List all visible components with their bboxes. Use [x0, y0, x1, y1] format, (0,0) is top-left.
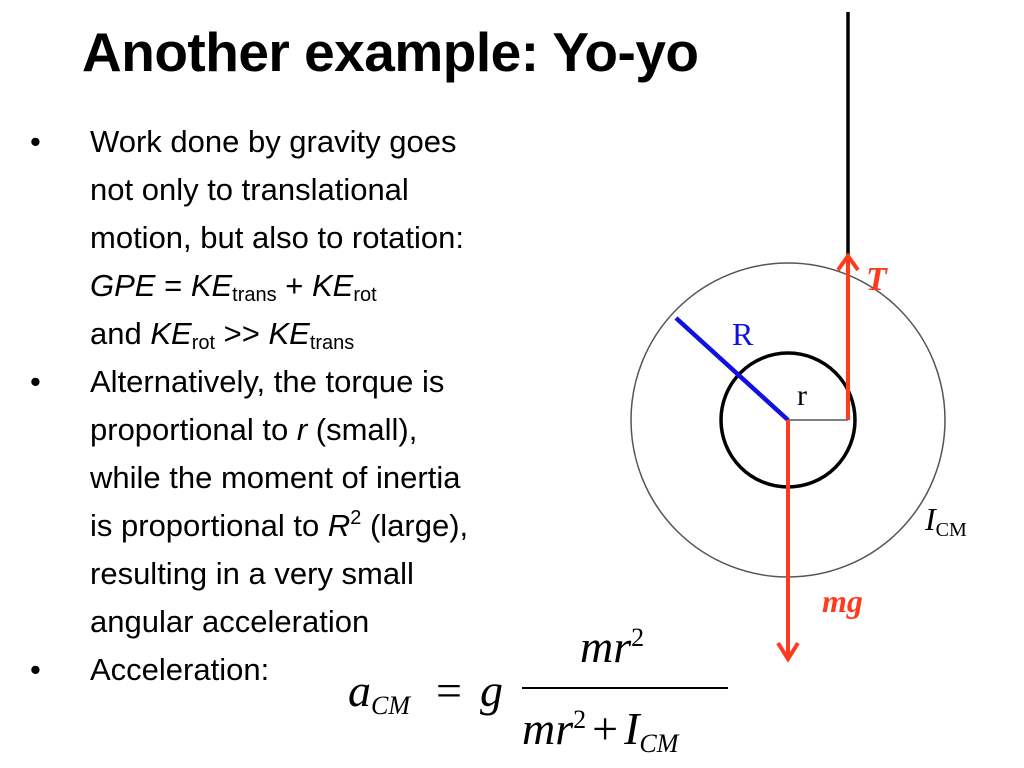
yoyo-diagram: R r T mg ICM — [630, 12, 967, 663]
formula-equals: = — [436, 665, 462, 716]
bullet-text: Alternatively, the torque is — [90, 364, 445, 399]
ke-subscript: rot — [191, 332, 216, 354]
text-run: proportional to — [90, 412, 297, 447]
exponent: 2 — [350, 507, 362, 529]
ke-subscript: trans — [309, 332, 355, 354]
den-mr: mr — [522, 703, 574, 754]
subscript-cm: CM — [371, 691, 410, 720]
den-inertia: I — [624, 703, 640, 754]
den-exponent: 2 — [573, 705, 587, 734]
tension-arrow — [836, 252, 860, 420]
ke-subscript: trans — [232, 284, 277, 306]
acceleration-formula: aCM = g mr2 mr2+ICM — [340, 620, 750, 768]
label-small-r: r — [797, 379, 807, 412]
bullet-text: Work done by gravity goes — [90, 124, 457, 159]
bullet-text: while the moment of inertia — [90, 460, 461, 495]
label-tension: T — [866, 261, 888, 298]
den-subscript-cm: CM — [639, 729, 679, 758]
formula-denominator: mr2+ICM — [522, 702, 679, 758]
bullet-text: Acceleration: — [90, 652, 270, 687]
and-word: and — [90, 316, 151, 351]
ke-symbol: KE — [268, 316, 310, 351]
ke-symbol: KE — [190, 268, 233, 303]
gpe-symbol: GPE — [90, 268, 156, 303]
energy-comparison: and KErot >> KEtrans — [90, 310, 605, 358]
bullet-item-work: • Work done by gravity goes not only to … — [30, 118, 605, 358]
bullet-marker: • — [30, 364, 41, 399]
bullet-text: angular acceleration — [90, 604, 370, 639]
symbol-g: g — [480, 665, 503, 716]
bullet-text: motion, but also to rotation: — [90, 220, 464, 255]
ke-symbol: KE — [311, 268, 354, 303]
much-greater-sign: >> — [215, 316, 269, 351]
bullet-text: resulting in a very small — [90, 556, 414, 591]
inertia-subscript: CM — [936, 519, 967, 541]
inertia-symbol: I — [924, 501, 937, 537]
big-r-symbol: R — [327, 508, 351, 543]
bullet-list: • Work done by gravity goes not only to … — [30, 118, 605, 694]
plus-sign: + — [276, 268, 312, 303]
label-moment-of-inertia: ICM — [924, 501, 967, 541]
fraction-bar — [522, 687, 728, 689]
formula-lhs: aCM — [348, 664, 410, 720]
formula-numerator: mr2 — [580, 620, 644, 673]
small-r-symbol: r — [296, 412, 308, 447]
symbol-a: a — [348, 665, 371, 716]
bullet-text: not only to translational — [90, 172, 409, 207]
bullet-marker: • — [30, 652, 41, 687]
ke-subscript: rot — [353, 284, 377, 306]
bullet-marker: • — [30, 124, 41, 159]
text-run: (large), — [361, 508, 469, 543]
label-weight: mg — [822, 583, 863, 619]
num-exponent: 2 — [631, 623, 645, 652]
energy-equation: GPE = KEtrans + KErot — [90, 262, 605, 310]
bullet-text: proportional to r (small), — [90, 406, 605, 454]
slide-title: Another example: Yo-yo — [82, 21, 699, 83]
text-run: is proportional to — [90, 508, 328, 543]
bullet-item-acceleration: • Acceleration: — [30, 646, 605, 694]
outer-radius-line — [674, 316, 790, 422]
bullet-item-torque: • Alternatively, the torque is proportio… — [30, 358, 605, 646]
weight-arrow — [776, 420, 800, 663]
num-mr: mr — [580, 621, 632, 672]
text-run: (small), — [307, 412, 418, 447]
label-big-r: R — [732, 316, 754, 352]
equals-sign: = — [155, 268, 191, 303]
ke-symbol: KE — [150, 316, 192, 351]
den-plus: + — [592, 703, 619, 754]
bullet-text: is proportional to R2 (large), — [90, 502, 605, 550]
